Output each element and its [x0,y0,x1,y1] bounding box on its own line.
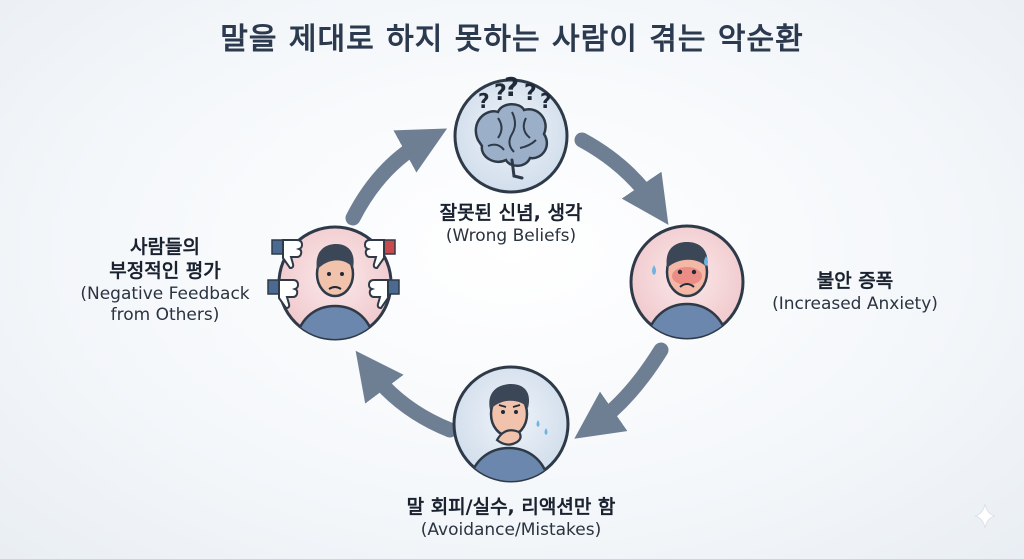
label-en: (Negative Feedback [80,283,250,304]
question-mark: ? [540,89,552,113]
label-negative-feedback: 사람들의 부정적인 평가 (Negative Feedback from Oth… [70,236,260,326]
label-avoidance-mistakes: 말 회피/실수, 리액션만 함 (Avoidance/Mistakes) [361,496,661,541]
diagram-title: 말을 제대로 하지 못하는 사람이 겪는 악순환 [220,22,804,57]
question-marks: ? ? ? ? ? [478,73,552,113]
sparkle-icon [974,503,996,529]
label-increased-anxiety: 불안 증폭 (Increased Anxiety) [755,270,955,315]
thumbs-down-icon [367,279,400,310]
question-mark: ? [494,81,507,106]
node-increased-anxiety [629,224,745,340]
thumbs-down-icon [271,239,304,270]
label-en: (Increased Anxiety) [772,293,938,314]
question-mark: ? [478,89,490,113]
question-mark: ? [524,81,537,106]
label-en: (Avoidance/Mistakes) [420,519,602,540]
label-ko: 사람들의 [130,236,200,258]
thumbs-down-icon [267,279,300,310]
node-negative-feedback [267,225,400,341]
arrow-feedback-to-beliefs [345,128,448,226]
label-en: from Others) [110,304,220,325]
label-ko: 말 회피/실수, 리액션만 함 [406,496,616,518]
label-ko: 잘못된 신념, 생각 [439,202,583,224]
thumbs-down-icon [363,239,396,270]
brain-icon [474,103,549,180]
label-ko: 부정적인 평가 [109,259,221,282]
node-avoidance-mistakes [452,365,570,483]
question-mark: ? [504,73,519,103]
label-ko: 불안 증폭 [816,270,894,292]
arrow-avoidance-to-feedback [355,350,458,438]
label-en: (Wrong Beliefs) [445,225,577,246]
node-wrong-beliefs: ? ? ? ? ? [453,73,569,194]
arrow-beliefs-to-anxiety [574,132,669,225]
label-wrong-beliefs: 잘못된 신념, 생각 (Wrong Beliefs) [411,202,611,247]
arrow-anxiety-to-avoidance [574,342,669,439]
